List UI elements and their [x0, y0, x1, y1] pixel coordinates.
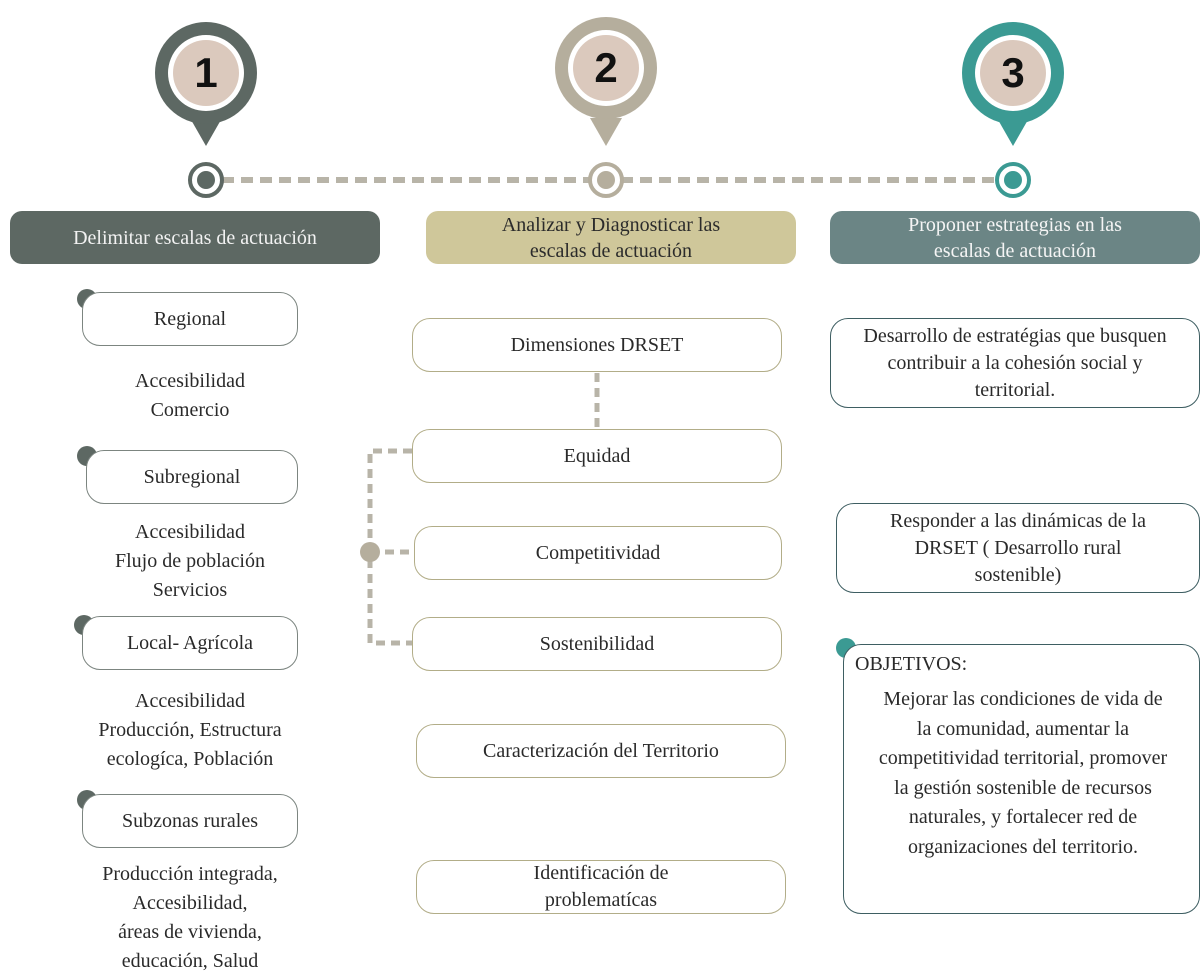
box-identificacion-problematicas: Identificación de problematícas	[416, 860, 786, 914]
box-sostenibilidad: Sostenibilidad	[412, 617, 782, 671]
box-responder-dinamicas: Responder a las dinámicas de la DRSET ( …	[836, 503, 1200, 593]
timeline-node-1	[188, 162, 224, 198]
scale-subregional: Subregional	[86, 450, 298, 504]
detail-line: Accesibilidad	[135, 521, 245, 543]
detail-line: Servicios	[152, 579, 228, 601]
step-2-header: Analizar y Diagnosticar las escalas de a…	[426, 211, 796, 264]
step-2-number: 2	[594, 44, 618, 91]
detail-line: Producción integrada,	[102, 863, 278, 885]
scale-regional-details: Accesibilidad Comercio	[40, 367, 340, 425]
detail-line: Producción, Estructura	[98, 719, 282, 741]
box-desarrollo-estrategias: Desarrollo de estratégias que busquen co…	[830, 318, 1200, 408]
step-3-number: 3	[1001, 49, 1025, 96]
scale-subregional-details: Accesibilidad Flujo de población Servici…	[40, 518, 340, 605]
detail-line: educación, Salud	[121, 950, 259, 972]
step-3-pin-icon	[962, 22, 1064, 146]
timeline-node-3	[995, 162, 1031, 198]
detail-line: áreas de vivienda,	[118, 921, 262, 943]
box-dimensiones-drset: Dimensiones DRSET	[412, 318, 782, 372]
step-1-pin-icon	[155, 22, 257, 146]
scale-regional: Regional	[82, 292, 298, 346]
scale-local-details: Accesibilidad Producción, Estructura eco…	[40, 687, 340, 774]
scale-local-agricola: Local- Agrícola	[82, 616, 298, 670]
detail-line: Accesibilidad,	[132, 892, 248, 914]
step-2-pin-icon	[555, 17, 657, 146]
box-equidad: Equidad	[412, 429, 782, 483]
scale-subzonas-rurales: Subzonas rurales	[82, 794, 298, 848]
objetivos-title: OBJETIVOS:	[855, 653, 968, 675]
detail-line: Accesibilidad	[135, 690, 245, 712]
detail-line: Comercio	[150, 399, 230, 421]
step-1-number: 1	[194, 49, 218, 96]
detail-line: ecologíca, Población	[106, 748, 274, 770]
connector-node	[360, 542, 380, 562]
box-competitividad: Competitividad	[414, 526, 782, 580]
box-caracterizacion-territorio: Caracterización del Territorio	[416, 724, 786, 778]
step-3-header: Proponer estrategias en las escalas de a…	[830, 211, 1200, 264]
scale-subzonas-details: Producción integrada, Accesibilidad, áre…	[40, 860, 340, 976]
objetivos-text: Mejorar las condiciones de vida de la co…	[878, 688, 1168, 858]
detail-line: Flujo de población	[115, 550, 265, 572]
detail-line: Accesibilidad	[135, 370, 245, 392]
step-1-header: Delimitar escalas de actuación	[10, 211, 380, 264]
box-objetivos: OBJETIVOS: Mejorar las condiciones de vi…	[843, 644, 1200, 914]
timeline-node-2	[588, 162, 624, 198]
